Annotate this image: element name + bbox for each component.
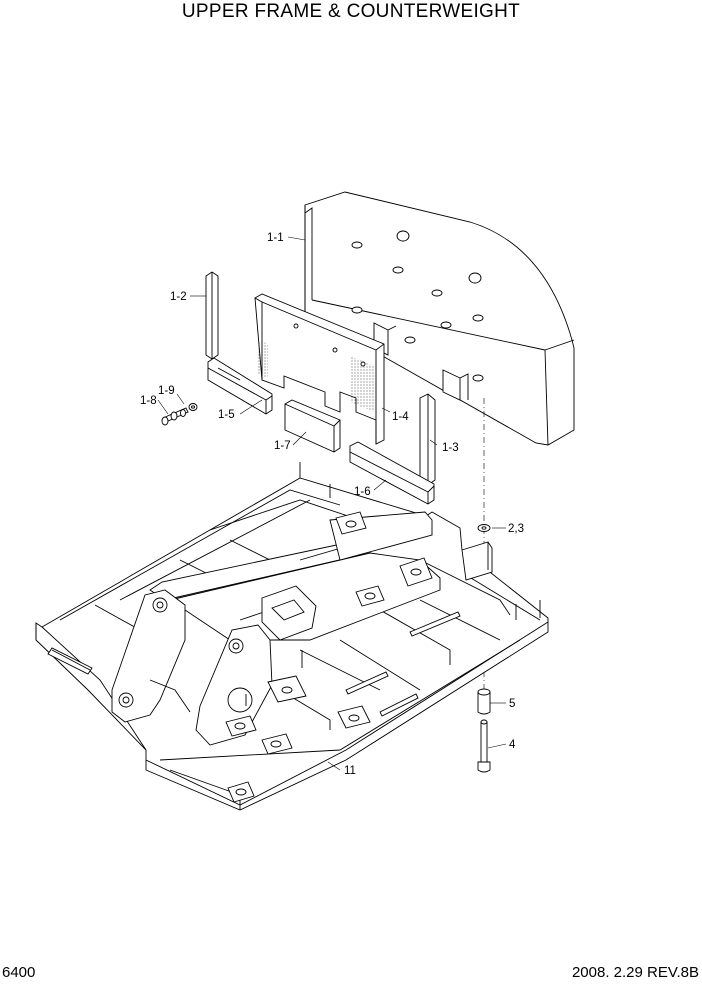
bolt-washer-part — [161, 403, 198, 426]
counterweight-part — [304, 191, 575, 446]
callout-leaders — [157, 236, 507, 771]
page-number: 6400 — [2, 964, 36, 981]
callout-1-5: 1-5 — [218, 409, 235, 421]
side-bar-left-part — [205, 271, 219, 360]
callout-2-3: 2,3 — [508, 523, 524, 535]
revision-date: 2008. 2.29 REV.8B — [571, 964, 699, 981]
side-bar-right-part — [419, 393, 436, 486]
callout-labels: 1-1 1-2 1-3 1-4 1-5 1-6 1-7 1-8 1-9 2,3 … — [140, 232, 524, 777]
bracket-1-5-part — [207, 357, 273, 415]
callout-11: 11 — [344, 765, 356, 777]
callout-1-7: 1-7 — [274, 440, 291, 452]
callout-1-6: 1-6 — [354, 486, 371, 498]
callout-1-2: 1-2 — [170, 291, 187, 303]
small-plate-part — [284, 399, 341, 453]
callout-1-8: 1-8 — [140, 395, 157, 407]
bracket-1-6-part — [349, 441, 435, 505]
callout-1-3: 1-3 — [442, 442, 459, 454]
page-title: UPPER FRAME & COUNTERWEIGHT — [181, 1, 521, 22]
callout-5: 5 — [509, 698, 515, 710]
callout-1-4: 1-4 — [392, 411, 409, 423]
mount-hardware-part — [477, 398, 491, 773]
callout-4: 4 — [509, 739, 516, 751]
plate-part — [254, 293, 385, 445]
callout-1-1: 1-1 — [267, 232, 284, 244]
upper-frame-part — [35, 462, 549, 811]
callout-1-9: 1-9 — [158, 385, 175, 397]
